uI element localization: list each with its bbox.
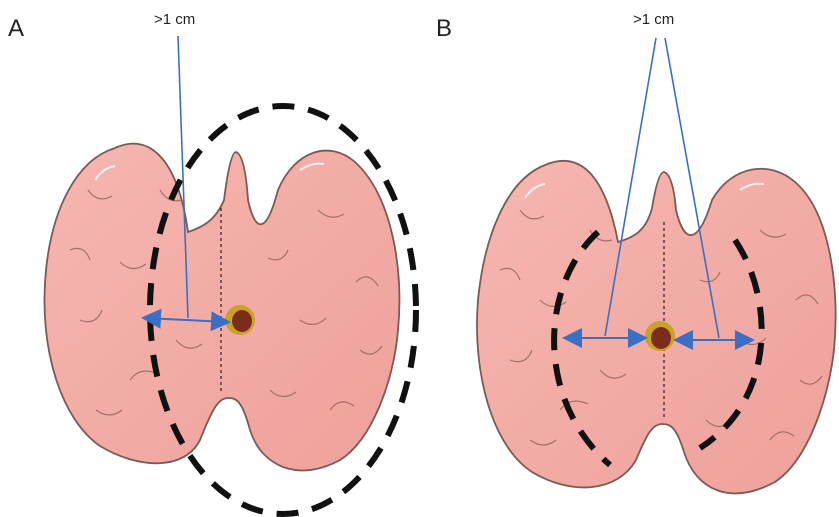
panel-a-letter: A xyxy=(8,15,24,42)
panel-b: B xyxy=(436,11,836,493)
panel-a: A xyxy=(8,11,416,514)
panel-b-letter: B xyxy=(436,15,452,42)
measure-label-a: >1 cm xyxy=(154,11,195,28)
tumor-nodule-icon xyxy=(645,321,675,351)
thyroid-gland-icon xyxy=(44,144,399,471)
measure-label-b: >1 cm xyxy=(633,11,674,28)
tumor-nodule-icon xyxy=(225,305,255,335)
